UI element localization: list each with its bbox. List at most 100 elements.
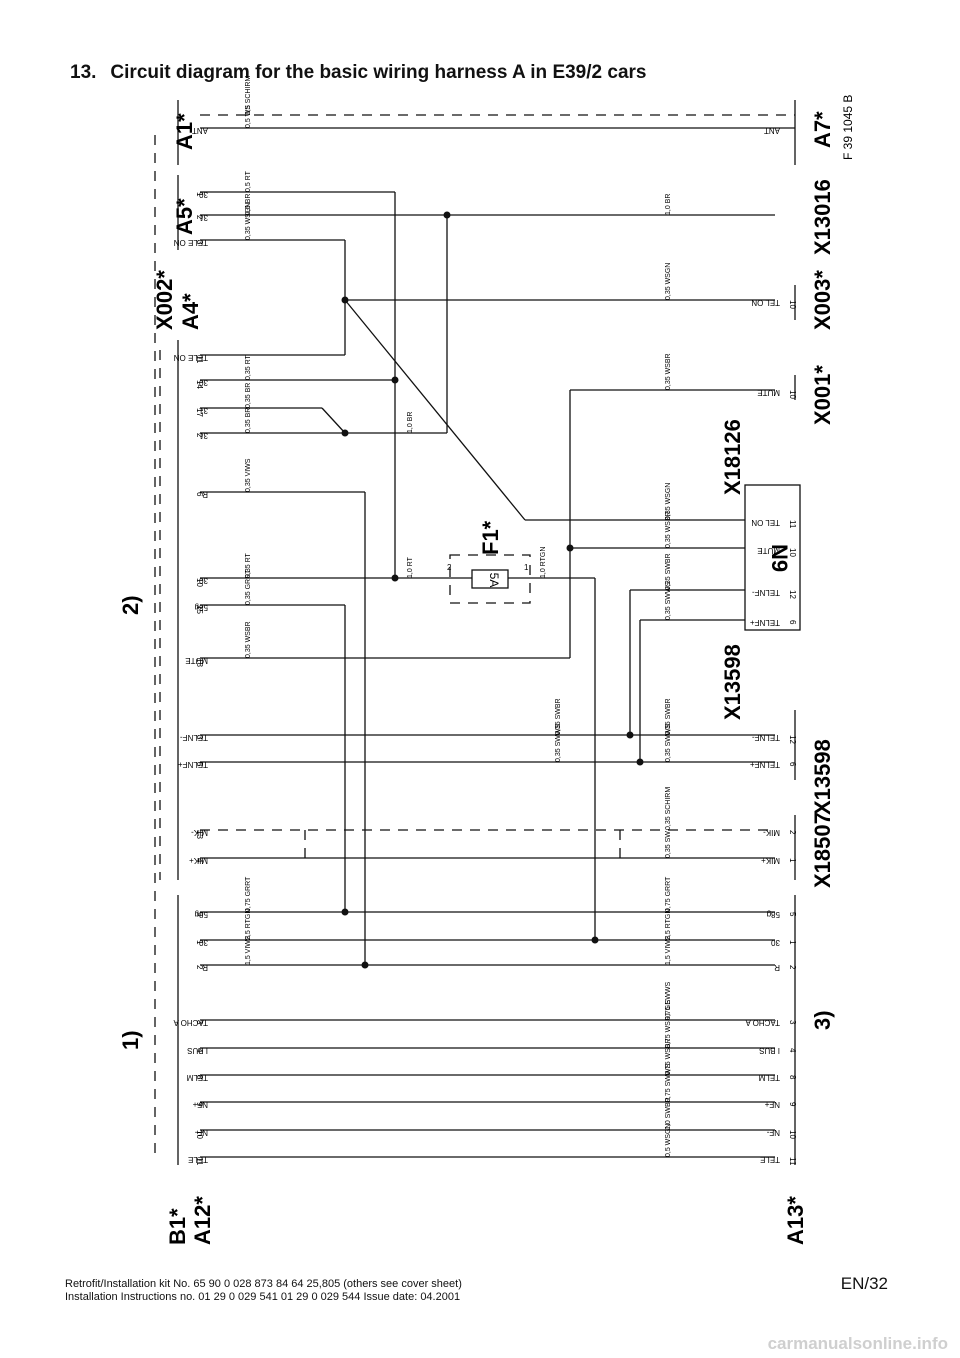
bottom-wire-4: 0,35 WSBR xyxy=(665,511,672,548)
label-a13: A13* xyxy=(783,1196,808,1245)
bottom-wire-13: 1,5 VIWS xyxy=(665,935,672,965)
bottom-signal-7: TELNF- xyxy=(752,733,780,742)
top-pin-1: 2 xyxy=(195,215,204,220)
label-x002: X002* xyxy=(152,270,177,330)
top-wire-13: 2,5 RTGN xyxy=(245,909,252,940)
top-wire-5: 0,35 RT xyxy=(245,355,252,380)
bottom-pin-18: 11 xyxy=(788,1157,797,1166)
top-wire-9: 0,35 RT xyxy=(245,553,252,578)
bottom-signal-3: TEL ON xyxy=(751,518,780,527)
top-signal-5: 30 xyxy=(199,378,208,387)
watermark: carmanualsonline.info xyxy=(767,1334,948,1353)
bottom-wire-8: 0,35 SWWS xyxy=(665,724,672,762)
fuse-body xyxy=(471,569,509,589)
label-a1: A1* xyxy=(172,113,197,150)
top-signal-24: TELE xyxy=(188,1155,208,1164)
label-section-2: 2) xyxy=(118,595,143,615)
top-signal-3: TELE ON xyxy=(174,238,208,247)
top-pin-18: 3 xyxy=(195,1020,204,1025)
bottom-pin-13: 3 xyxy=(788,1020,797,1025)
bus-31-join xyxy=(321,407,346,434)
connector-labels: A1* A5* X002* A4* 2) 1) B1* A12* F1* X18… xyxy=(118,95,855,1245)
top-wire-6: 0,35 BR xyxy=(245,383,252,408)
top-signal-0: ANT xyxy=(192,126,208,135)
fuse-housing xyxy=(449,554,531,604)
junctions xyxy=(341,211,644,969)
bottom-wire-10: 0,35 SW xyxy=(665,831,672,858)
fuse-pin-1: 1 xyxy=(524,563,529,572)
label-f1: F1* xyxy=(478,520,503,555)
heading-number: 13. xyxy=(70,62,97,83)
top-pin-7: 6 xyxy=(195,492,204,497)
bottom-pin-0: 10 xyxy=(788,300,797,309)
bottom-signal-11: 58g xyxy=(767,910,780,919)
bottom-signal-19: TELE xyxy=(760,1155,780,1164)
top-signal-14: MIK- xyxy=(191,828,208,837)
bottom-pin-1: 10 xyxy=(788,390,797,399)
footer-line-2: Installation Instructions no. 01 29 0 02… xyxy=(65,1291,461,1303)
bottom-wire-3: 0,35 WSGN xyxy=(665,483,672,520)
page-heading: 13. Circuit diagram for the basic wiring … xyxy=(70,62,660,84)
footer-text: Retrofit/Installation kit No. 65 90 0 02… xyxy=(65,1278,462,1304)
top-signal-18: R xyxy=(202,963,208,972)
bottom-wire-6: 0,35 SWWS xyxy=(665,582,672,620)
top-pin-4: 14 xyxy=(195,380,204,389)
bottom-wire-17: 0,75 SWWS xyxy=(665,1064,672,1102)
bottom-wire-0: 1,0 BR xyxy=(665,194,672,215)
top-signal-11: MUTE xyxy=(185,656,208,665)
top-pin-17: 2 xyxy=(195,965,204,970)
bottom-pin-10: 5 xyxy=(788,912,797,917)
bottom-wire-16: 0,75 WSBR xyxy=(665,1038,672,1075)
bottom-pin-4: 12 xyxy=(788,590,797,599)
bottom-wire-12: 2,5 RTGN xyxy=(665,909,672,940)
top-signal-13: TELNF+ xyxy=(178,760,208,769)
top-pin-8: 10 xyxy=(195,578,204,587)
top-wire-2: 0,5 RT xyxy=(245,170,252,192)
bottom-signal-10: MIK+ xyxy=(761,856,780,865)
bottom-signal-5: TELNF- xyxy=(752,588,780,597)
label-a4: A4* xyxy=(178,293,203,330)
bottom-wire-11: 0,75 GRRT xyxy=(665,876,672,912)
top-wire-11: 0,35 WSBR xyxy=(245,621,252,658)
top-signal-16: 58g xyxy=(195,910,208,919)
bottom-signal-9: MIK- xyxy=(763,828,780,837)
heading-title: Circuit diagram for the basic wiring har… xyxy=(110,62,647,83)
n9-module xyxy=(744,484,801,631)
bus-tel-on-diag xyxy=(344,299,526,521)
top-wire-7: 0,35 BR xyxy=(245,408,252,433)
top-wire-0: 0,5 WS xyxy=(245,105,252,128)
top-wire-14: 1,5 VIWS xyxy=(245,935,252,965)
top-pin-23: 11 xyxy=(195,1157,204,1166)
wire-columns xyxy=(304,192,641,965)
top-signal-19: TACHO A xyxy=(173,1018,208,1027)
top-signal-17: 30 xyxy=(199,938,208,947)
bottom-pin-3: 10 xyxy=(788,548,797,557)
top-pin-15: 5 xyxy=(195,912,204,917)
label-a5: A5* xyxy=(172,198,197,235)
label-x13598-b: X13598 xyxy=(810,739,835,815)
bottom-wire-2: 0,35 WSBR xyxy=(665,353,672,390)
top-pin-12: 5 xyxy=(195,762,204,767)
n9-label: N9 xyxy=(767,544,792,572)
top-pin-14: 4 xyxy=(195,858,204,863)
bottom-signal-17: NF+ xyxy=(764,1100,780,1109)
top-pin-20: 8 xyxy=(195,1075,204,1080)
bottom-wire-18: 1,0 SWBR xyxy=(665,1097,672,1130)
top-pin-10: 18 xyxy=(195,658,204,667)
label-a7: A7* xyxy=(810,111,835,148)
page-number: EN/32 xyxy=(840,1274,888,1293)
bottom-wire-19: 0,5 WSGN xyxy=(665,1124,672,1157)
top-pin-3: 11 xyxy=(195,355,204,364)
mid-wire-1: 1,0 RT xyxy=(407,556,414,578)
top-signal-2: 31 xyxy=(199,213,208,222)
wire-rows xyxy=(200,114,795,1158)
bottom-wire-9: 0,35 SCHIRM xyxy=(665,787,672,830)
bottom-wire-1: 0,35 WSGN xyxy=(665,263,672,300)
label-x001: X001* xyxy=(810,365,835,425)
top-pin-6: 2 xyxy=(195,433,204,438)
fuse-pin-2: 2 xyxy=(447,563,452,572)
bottom-pin-14: 4 xyxy=(788,1048,797,1053)
